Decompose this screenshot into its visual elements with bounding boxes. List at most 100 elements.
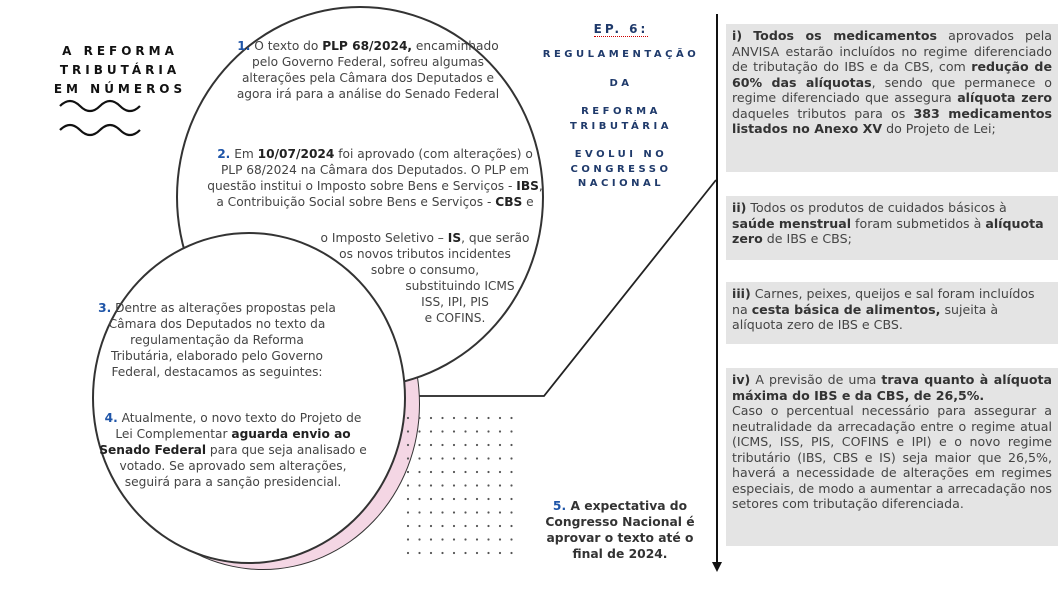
dot [498,524,502,528]
dot [418,443,421,447]
dot [464,416,467,420]
dot [441,457,444,460]
dot [475,497,479,501]
dot [487,497,490,501]
dot [441,524,444,528]
dot [510,497,513,501]
dot [487,457,490,460]
dot [510,430,513,433]
dot [429,416,433,420]
dot [418,430,421,433]
dot [441,538,444,541]
dot [406,416,410,420]
dot [487,524,490,528]
item-i-box: i) Todos os medicamentos aprovados pela … [726,24,1058,172]
dot [441,484,444,487]
dot [406,470,410,474]
dot [429,511,433,514]
point-1: 1. O texto do PLP 68/2024, encaminhado p… [236,39,500,101]
dot [475,416,479,420]
dot [418,470,421,474]
dot [441,497,444,501]
dot [510,416,513,420]
dot [452,416,456,420]
dot [452,430,456,433]
dot [418,497,421,501]
dot [510,457,513,460]
dot [441,511,444,514]
episode-block: EP. 6: REGULAMENTAÇÃO DA REFORMA TRIBUTÁ… [528,22,714,192]
dot [498,416,502,420]
dot [429,443,433,447]
dot [498,511,502,514]
point-4: 4. Atualmente, o novo texto do Projeto d… [99,411,367,489]
dot [464,551,467,555]
dot [441,443,444,447]
dot [475,484,479,487]
dot [418,551,421,555]
timeline-arrow-icon [712,14,722,572]
dot [464,470,467,474]
dot [406,457,410,460]
dot [510,443,513,447]
dot [510,511,513,514]
point-2-continued: o Imposto Seletivo – IS, que serão os no… [320,231,530,325]
episode-line-5: EVOLUI NO [574,149,668,160]
circle-bottom [92,232,406,564]
dot [452,511,456,514]
dot [498,457,502,460]
dot [418,524,421,528]
episode-line-6: CONGRESSO [570,163,672,175]
dot [510,538,513,541]
dot [487,430,490,433]
dot [406,497,410,501]
dot [487,538,490,541]
dot [475,443,479,447]
item-iii-box: iii) Carnes, peixes, queijos e sal foram… [726,282,1058,344]
dot [441,551,444,555]
dot [429,551,433,555]
dot [475,457,479,460]
dot [429,484,433,487]
episode-line-3: REFORMA [581,106,661,117]
dot [406,511,410,514]
episode-heading: EP. 6: [593,22,649,37]
dot [406,551,410,555]
dot [406,524,410,528]
item-iv-box: iv) A previsão de uma trava quanto à alí… [726,368,1058,546]
dot [487,416,490,420]
dot [510,551,513,555]
dot [452,538,456,541]
dot [487,484,490,487]
dot [498,551,502,555]
dot [487,470,490,474]
dot [498,443,502,447]
dot [441,430,444,433]
dot [452,497,456,501]
dot [498,470,502,474]
dot [510,524,513,528]
item-ii-box: ii) Todos os produtos de cuidados básico… [726,196,1058,260]
dot [464,443,467,447]
dot [475,470,479,474]
point-2: 2. Em 10/07/2024 foi aprovado (com alter… [207,147,543,209]
dot [452,524,456,528]
dot [487,511,490,514]
dot [406,443,410,447]
dot [498,497,502,501]
dot [464,430,467,433]
dot [429,524,433,528]
dot [475,538,479,541]
dot [475,430,479,433]
title-line-1: A REFORMA [62,44,178,58]
dot [406,484,410,487]
dot [441,416,444,420]
dot [498,538,502,541]
dot [464,538,467,541]
episode-line-4: TRIBUTÁRIA [570,120,672,132]
dot [406,430,410,433]
dot [464,497,467,501]
dot [418,484,421,487]
dot [418,416,421,420]
dot [452,443,456,447]
